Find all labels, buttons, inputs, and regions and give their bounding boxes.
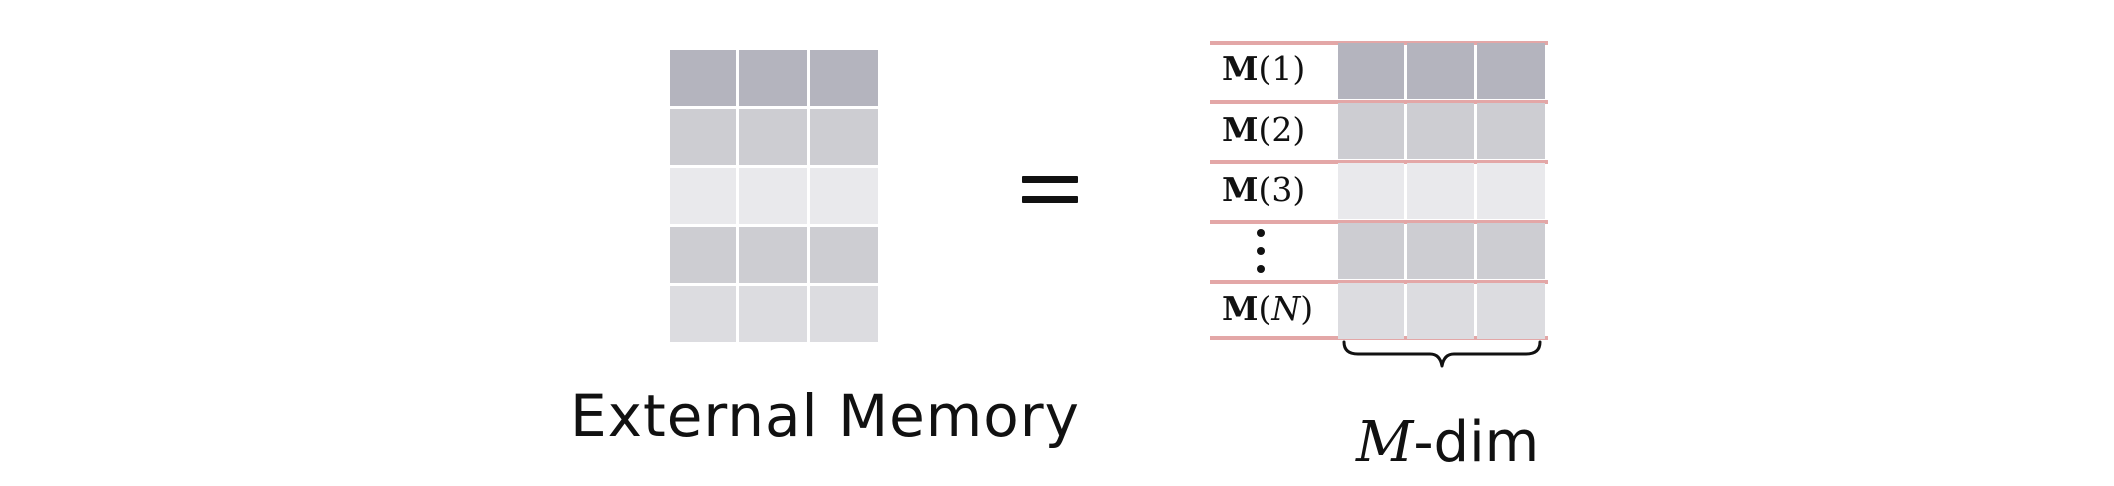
slot-cell — [1477, 223, 1545, 279]
slot-cell — [1407, 163, 1474, 219]
slot-cell — [1338, 43, 1404, 99]
curly-brace-icon — [1342, 340, 1542, 368]
dimension-suffix: -dim — [1413, 410, 1540, 475]
memory-cell — [739, 286, 807, 342]
ellipsis-dot — [1257, 265, 1265, 273]
memory-cell — [670, 109, 736, 165]
slot-cell — [1407, 283, 1474, 339]
external-memory-grid — [670, 50, 878, 342]
slot-label-close: ) — [1292, 49, 1306, 88]
slot-cell — [1338, 283, 1404, 339]
row-separator — [1210, 100, 1548, 104]
slot-label-symbol: M — [1222, 110, 1259, 149]
slot-label-3: M(3) — [1222, 170, 1332, 210]
memory-cell — [810, 286, 878, 342]
slot-cell — [1338, 223, 1404, 279]
slot-label-open: ( — [1258, 170, 1272, 209]
slot-label-close: ) — [1300, 289, 1314, 328]
slot-label-index: 1 — [1271, 49, 1293, 88]
slot-label-2: M(2) — [1222, 110, 1332, 150]
slot-cell — [1477, 283, 1545, 339]
slot-label-open: ( — [1258, 49, 1272, 88]
slot-label-symbol: M — [1222, 170, 1259, 209]
slot-label-close: ) — [1292, 170, 1306, 209]
row-separator — [1210, 220, 1548, 224]
slot-cell — [1407, 43, 1474, 99]
memory-cell — [670, 227, 736, 283]
slot-cell — [1407, 103, 1474, 159]
memory-slots-grid — [1338, 43, 1545, 339]
slot-label-close: ) — [1292, 110, 1306, 149]
slot-label-1: M(1) — [1222, 49, 1332, 89]
memory-cell — [739, 168, 807, 224]
dimension-caption: M-dim — [1356, 410, 1539, 475]
slot-label-index: N — [1271, 289, 1301, 328]
slot-label-index: 3 — [1271, 170, 1293, 209]
memory-cell — [739, 109, 807, 165]
slot-label-open: ( — [1258, 289, 1272, 328]
slot-label-symbol: M — [1222, 49, 1259, 88]
slot-cell — [1477, 103, 1545, 159]
slot-label-n: M(N) — [1222, 289, 1332, 329]
slot-cell — [1407, 223, 1474, 279]
equals-sign — [1022, 170, 1078, 210]
memory-cell — [810, 168, 878, 224]
memory-cell — [739, 227, 807, 283]
equals-bar-bottom — [1022, 196, 1078, 203]
slot-cell — [1477, 43, 1545, 99]
slot-cell — [1477, 163, 1545, 219]
memory-cell — [810, 50, 878, 106]
memory-cell — [670, 286, 736, 342]
external-memory-caption: External Memory — [570, 382, 1080, 450]
memory-cell — [739, 50, 807, 106]
memory-cell — [810, 227, 878, 283]
memory-cell — [670, 50, 736, 106]
dimension-variable: M — [1356, 410, 1414, 475]
ellipsis-dot — [1257, 247, 1265, 255]
ellipsis-dot — [1257, 229, 1265, 237]
vertical-ellipsis-icon — [1255, 229, 1267, 277]
slot-cell — [1338, 103, 1404, 159]
row-separator — [1210, 160, 1548, 164]
row-separator — [1210, 280, 1548, 284]
memory-cell — [810, 109, 878, 165]
slot-label-open: ( — [1258, 110, 1272, 149]
equals-bar-top — [1022, 176, 1078, 183]
slot-label-index: 2 — [1271, 110, 1293, 149]
slot-label-symbol: M — [1222, 289, 1259, 328]
slot-cell — [1338, 163, 1404, 219]
memory-cell — [670, 168, 736, 224]
